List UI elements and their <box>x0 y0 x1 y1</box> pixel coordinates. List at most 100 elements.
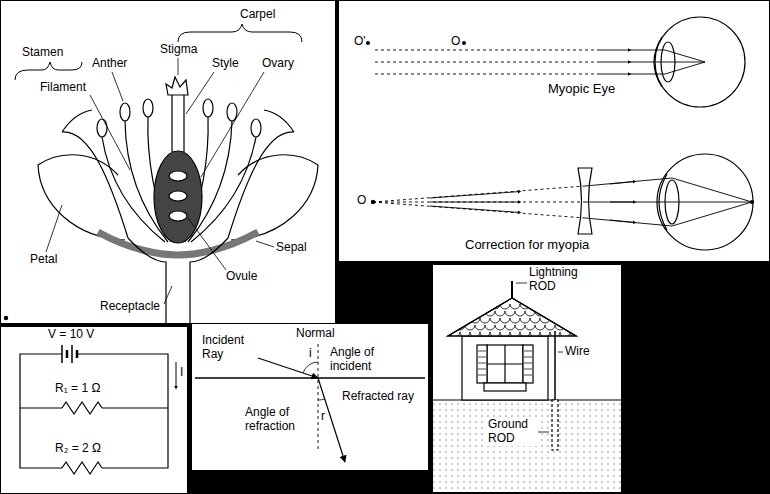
part-label: Petal <box>30 253 57 267</box>
house-drawing <box>484 383 526 391</box>
panel <box>192 324 429 471</box>
part-label: O' <box>354 35 366 49</box>
light-ray <box>610 220 635 223</box>
part-label: Stigma <box>160 43 197 57</box>
house-drawing <box>525 325 535 330</box>
object-point <box>366 41 370 45</box>
panel <box>339 1 770 262</box>
leader-line <box>516 283 563 432</box>
part-label: Ovary <box>262 57 294 71</box>
panel <box>433 265 622 493</box>
house-drawing <box>565 311 575 316</box>
refraction-drawing <box>318 378 345 462</box>
house-drawing <box>448 298 576 336</box>
part-label: I <box>180 366 183 380</box>
leader-line <box>516 283 527 284</box>
house-drawing <box>490 318 500 323</box>
house-drawing <box>485 339 495 344</box>
eye-drawing <box>578 168 592 234</box>
leader-line <box>46 205 62 252</box>
light-ray <box>600 50 630 51</box>
house-drawing <box>550 304 560 309</box>
house-drawing <box>575 339 585 344</box>
leader-line <box>46 58 274 304</box>
leader-line <box>558 352 563 353</box>
refraction-drawing <box>318 344 319 452</box>
part-label: i <box>309 347 312 361</box>
flower-drawing <box>154 151 202 243</box>
part-label: Filament <box>40 81 86 95</box>
refraction-drawing <box>195 344 425 462</box>
flower-drawing <box>120 103 130 121</box>
light-ray <box>600 74 630 75</box>
leader-line <box>178 58 179 75</box>
part-label: Angle of incident <box>330 346 386 374</box>
house-drawing <box>487 345 523 383</box>
light-ray <box>610 202 635 203</box>
house-drawing <box>545 325 555 330</box>
house-drawing <box>470 304 480 309</box>
resistor-symbol <box>62 402 102 414</box>
leader-line <box>537 432 549 433</box>
flower-drawing <box>97 119 107 137</box>
house-drawing <box>515 311 525 316</box>
house-drawing <box>475 325 485 330</box>
house-drawing <box>465 311 475 316</box>
flower-drawing <box>169 171 187 181</box>
refraction-drawing <box>195 377 425 379</box>
flower-drawing <box>169 211 187 221</box>
house-drawing <box>515 325 525 330</box>
house-drawing <box>485 325 495 330</box>
panel <box>1 1 336 324</box>
flower-drawing <box>169 191 187 201</box>
house-drawing <box>500 318 510 323</box>
flower-drawing <box>166 77 188 95</box>
house-drawing <box>505 339 515 344</box>
house-drawing <box>445 325 455 330</box>
flower-drawing <box>38 155 125 240</box>
part-label: Ovule <box>226 270 257 284</box>
house-drawing <box>520 318 530 323</box>
part-label: Myopic Eye <box>548 82 615 97</box>
house-drawing <box>560 304 570 309</box>
house-drawing <box>540 318 550 323</box>
leader-line <box>112 72 123 101</box>
house-drawing <box>511 281 513 298</box>
house-drawing <box>480 318 490 323</box>
house-drawing <box>495 325 505 330</box>
flower-drawing <box>227 103 237 121</box>
house-drawing <box>440 318 450 323</box>
leader-line <box>201 72 264 177</box>
part-label: Ground ROD <box>486 418 538 446</box>
house-drawing <box>540 304 550 309</box>
battery-symbol <box>67 350 77 358</box>
flower-drawing <box>264 110 294 132</box>
bracket <box>15 24 302 80</box>
leader-line <box>164 286 172 304</box>
house-drawing <box>525 311 535 316</box>
object-point <box>750 200 754 204</box>
house-drawing <box>525 339 535 344</box>
light-ray <box>500 192 520 194</box>
house-drawing <box>460 318 470 323</box>
house-drawing <box>550 318 560 323</box>
house-drawing <box>440 304 450 309</box>
light-ray <box>375 50 600 51</box>
flower-drawing <box>231 155 318 240</box>
flower-drawing <box>143 99 153 117</box>
flower-drawing <box>172 95 184 152</box>
house-drawing <box>505 325 515 330</box>
part-label: Correction for myopia <box>465 238 589 253</box>
light-ray <box>500 211 520 213</box>
refraction-drawing <box>303 362 318 373</box>
house-drawing <box>440 304 590 344</box>
part-label: Carpel <box>240 8 275 22</box>
object-point <box>462 41 466 45</box>
house-drawing <box>462 336 548 400</box>
light-ray <box>430 193 500 211</box>
house-drawing <box>575 311 585 316</box>
house-drawing <box>450 318 460 323</box>
house-drawing <box>570 318 580 323</box>
